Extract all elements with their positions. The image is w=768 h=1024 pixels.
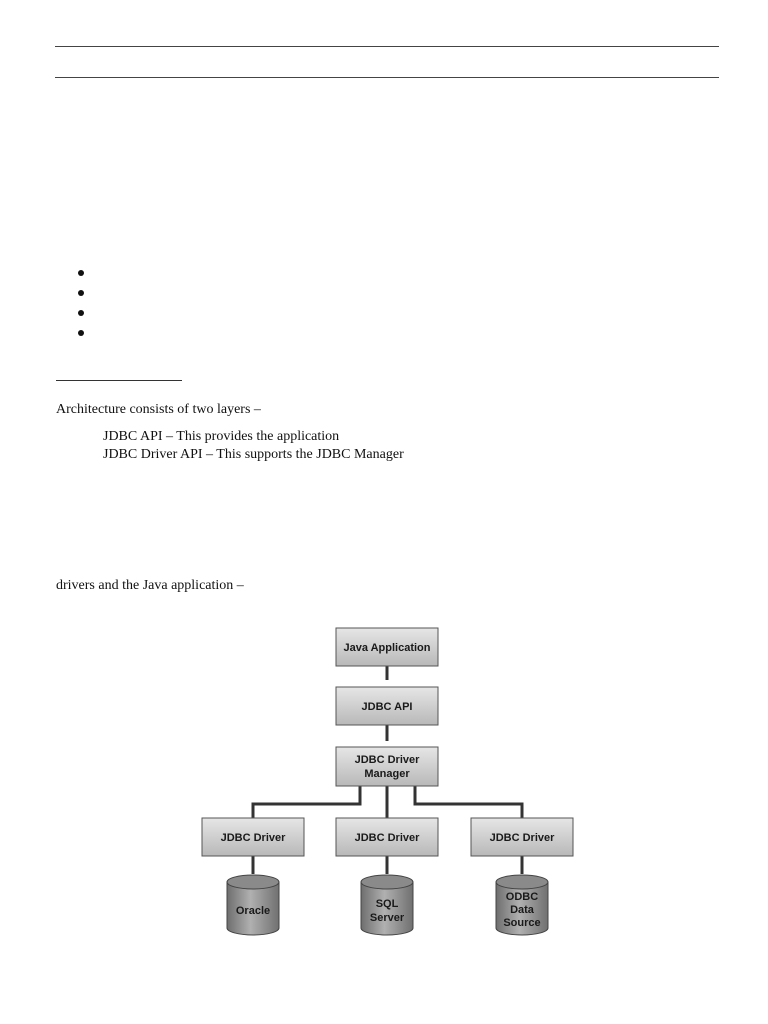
sql-server-label-line1: SQL — [376, 898, 399, 910]
oracle-label: Oracle — [236, 905, 270, 917]
diagram-svg: Java Application JDBC API JDBC Driver Ma… — [201, 627, 574, 936]
jdbc-driver-manager-box: JDBC Driver Manager — [335, 746, 439, 787]
oracle-database-cylinder: Oracle — [226, 874, 280, 936]
java-application-box: Java Application — [335, 627, 439, 667]
jdbc-driver-label: JDBC Driver — [490, 832, 556, 844]
layer-item-jdbc-driver-api: JDBC Driver API – This supports the JDBC… — [103, 447, 404, 462]
top-rule — [55, 46, 719, 47]
second-rule — [55, 77, 719, 78]
jdbc-architecture-diagram: Java Application JDBC API JDBC Driver Ma… — [190, 618, 590, 943]
java-application-label: Java Application — [343, 642, 430, 654]
section-heading-underline — [56, 380, 182, 381]
connector-manager-driver-right — [413, 786, 524, 818]
connector-lines — [251, 666, 524, 874]
jdbc-driver-box-sql-server: JDBC Driver — [335, 817, 439, 857]
drivers-intro-text: drivers and the Java application – — [56, 578, 244, 593]
jdbc-driver-box-odbc: JDBC Driver — [470, 817, 574, 857]
driver-manager-label-line1: JDBC Driver — [355, 754, 421, 766]
layer-item-jdbc-api: JDBC API – This provides the application — [103, 429, 340, 444]
jdbc-api-label: JDBC API — [362, 701, 413, 713]
jdbc-api-box: JDBC API — [335, 686, 439, 726]
driver-manager-label-line2: Manager — [364, 768, 410, 780]
sql-server-database-cylinder: SQL Server — [360, 874, 414, 936]
odbc-data-source-cylinder: ODBC Data Source — [495, 874, 549, 936]
jdbc-driver-label: JDBC Driver — [221, 832, 287, 844]
architecture-intro-text: Architecture consists of two layers – — [56, 402, 261, 417]
odbc-label-line3: Source — [503, 917, 540, 929]
jdbc-driver-box-oracle: JDBC Driver — [201, 817, 305, 857]
sql-server-label-line2: Server — [370, 912, 405, 924]
odbc-label-line2: Data — [510, 904, 535, 916]
odbc-label-line1: ODBC — [506, 891, 538, 903]
connector-manager-driver-left — [251, 786, 362, 818]
jdbc-driver-label: JDBC Driver — [355, 832, 421, 844]
